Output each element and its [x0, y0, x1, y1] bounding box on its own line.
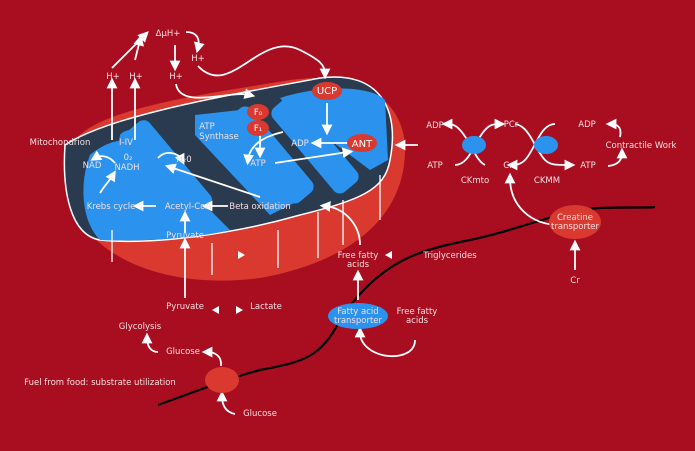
label-creatine-cr: Cr — [570, 276, 580, 286]
label-h-plus-2: H+ — [129, 72, 143, 82]
label-f1: F₁ — [254, 124, 262, 134]
label-f0: F₀ — [254, 108, 263, 118]
cell-membrane — [157, 205, 656, 407]
enzyme-ckmm — [534, 136, 558, 154]
label-ck-adp1: ADP — [426, 121, 444, 131]
label-triglycerides: Triglycerides — [422, 251, 477, 261]
mitochondrion — [63, 76, 405, 281]
glucose-transporter — [205, 367, 239, 393]
label-glucose-in: Glucose — [166, 347, 200, 357]
label-glucose-out: Glucose — [243, 409, 277, 419]
label-ck-atp2: ATP — [580, 161, 595, 171]
label-atp-synthase-1: ATP — [199, 122, 214, 132]
label-creatine-transporter-2: transporter — [551, 222, 600, 232]
enzyme-ckmto — [462, 136, 486, 154]
label-lactate: Lactate — [250, 302, 282, 312]
label-complex: I-IV — [119, 138, 133, 148]
label-glycolysis: Glycolysis — [119, 322, 162, 332]
label-acetyl-coa: Acetyl-CoA — [165, 202, 211, 212]
label-pyruvate-mito: Pyruvate — [166, 231, 204, 241]
label-pcr: PCr — [504, 120, 519, 130]
label-ckmm: CKMM — [534, 176, 560, 186]
label-adp: ADP — [291, 139, 309, 149]
label-ffa-top-1: Free fatty — [338, 251, 379, 261]
label-ck-atp1: ATP — [427, 161, 442, 171]
label-nadh: NADH — [114, 163, 139, 173]
ant-badge — [347, 134, 377, 152]
label-h-plus-4: H+ — [191, 54, 205, 64]
label-ck-adp2: ADP — [578, 120, 596, 130]
label-atp-synthase-2: Synthase — [199, 132, 238, 142]
label-h-plus-3: H+ — [169, 72, 183, 82]
label-ffa-out-2: acids — [406, 316, 429, 326]
label-ckmto: CKmto — [461, 176, 489, 186]
label-ant: ANT — [352, 139, 373, 150]
label-mitochondrion: Mitochondrion — [30, 138, 91, 148]
fatty-acid-transporter — [328, 303, 388, 329]
f0-badge — [247, 104, 269, 120]
label-proton-gradient: ΔμH+ — [156, 29, 181, 39]
membrane-ribs — [111, 175, 381, 275]
label-o2: 0₂ — [124, 153, 133, 163]
label-fa-transporter-1: Fatty acid — [337, 307, 378, 317]
label-ucp: UCP — [317, 86, 337, 97]
label-krebs: Krebs cycle — [87, 202, 136, 212]
label-cr: Cr — [503, 161, 513, 171]
label-creatine-transporter-1: Creatine — [557, 213, 593, 223]
label-ffa-out-1: Free fatty — [397, 307, 438, 317]
label-h-plus-1: H+ — [106, 72, 120, 82]
label-ffa-top-2: acids — [347, 260, 370, 270]
label-contractile-work: Contractile Work — [606, 141, 677, 151]
label-pyruvate: Pyruvate — [166, 302, 204, 312]
label-h2o: H₂0 — [176, 155, 191, 165]
ucp-badge — [312, 82, 342, 100]
label-atp: ATP — [250, 159, 265, 169]
complex-i-iv — [118, 129, 145, 150]
label-fa-transporter-2: transporter — [334, 316, 383, 326]
creatine-transporter — [549, 205, 601, 239]
label-beta-oxidation: Beta oxidation — [229, 202, 291, 212]
label-nad: NAD — [83, 161, 102, 171]
f1-badge — [247, 120, 269, 136]
label-fuel-from-food: Fuel from food: substrate utilization — [24, 378, 176, 388]
